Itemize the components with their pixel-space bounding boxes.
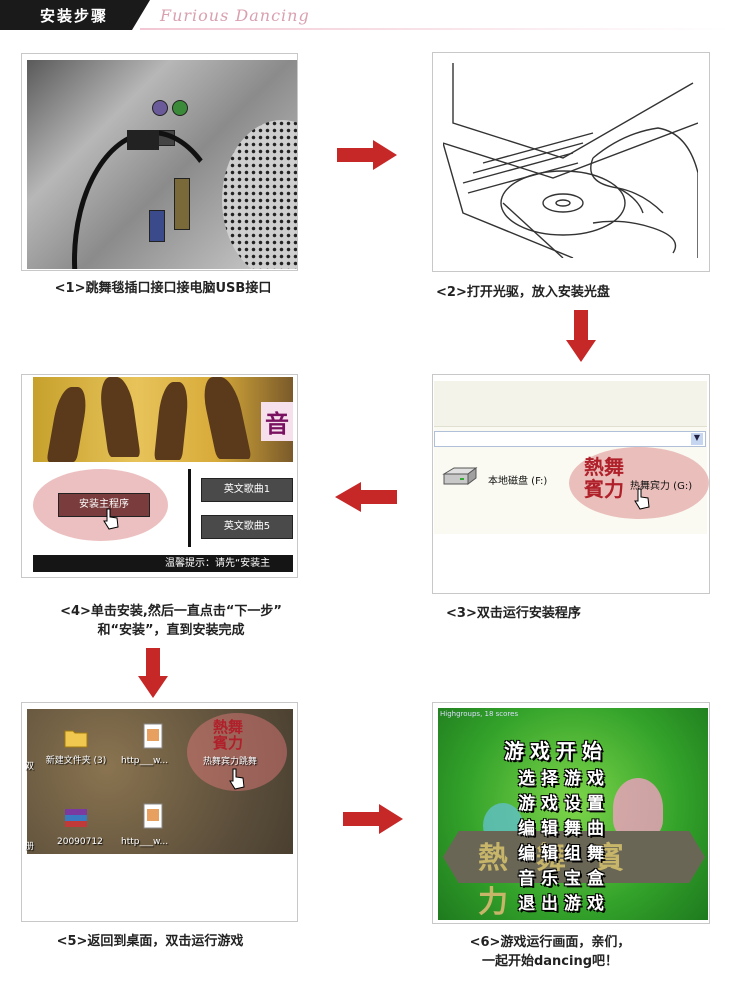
folder-icon[interactable] xyxy=(64,725,88,751)
installer-tip: 温馨提示：请先“安装主 xyxy=(33,555,293,572)
desktop-icon-label[interactable]: http___w... xyxy=(121,837,169,847)
step5-image: 双 册 新建文件夹 (3) http___w... 熱舞 賓力 热舞宾力跳舞 2… xyxy=(21,702,298,922)
step2-caption: <2>打开光驱，放入安装光盘 xyxy=(436,285,610,300)
step1-caption: <1>跳舞毯插口接口接电脑USB接口 xyxy=(54,281,272,296)
menu-music-box[interactable]: 音乐宝盒 xyxy=(518,869,610,889)
step6-caption-line2: 一起开始dancing吧！ xyxy=(481,954,619,969)
ps2-port xyxy=(152,100,168,116)
header-divider xyxy=(140,28,730,30)
computer-ports-photo xyxy=(27,60,297,269)
menu-edit-songs[interactable]: 编辑舞曲 xyxy=(518,819,610,839)
hard-drive-icon[interactable] xyxy=(442,466,478,488)
game-menu-screen: Highgroups, 18 scores 熱舞賓力 游戏开始 选择游戏 游戏设… xyxy=(438,708,708,920)
step5-caption: <5>返回到桌面，双击运行游戏 xyxy=(56,934,244,949)
installer-window: 音 安装主程序 英文歌曲1 英文歌曲5 温馨提示：请先“安装主 xyxy=(33,377,293,572)
desktop-icon-label[interactable]: 20090712 xyxy=(57,837,103,847)
game-banner-text: 熱舞賓力 xyxy=(478,841,652,920)
step6-caption-line1: <6>游戏运行画面，亲们， xyxy=(469,935,631,950)
usb-plug xyxy=(127,130,159,150)
desktop-icon-label[interactable]: 新建文件夹 (3) xyxy=(45,756,107,766)
game-banner xyxy=(443,831,705,883)
step4-caption-line2: 和“安装”，直到安装完成 xyxy=(97,623,245,638)
explorer-toolbar xyxy=(434,381,707,427)
speaker-grille xyxy=(222,120,297,269)
down-arrow-icon xyxy=(566,310,596,362)
dancer-silhouette xyxy=(153,382,191,460)
step4-image: 音 安装主程序 英文歌曲1 英文歌曲5 温馨提示：请先“安装主 xyxy=(21,374,298,578)
right-arrow-icon xyxy=(343,804,403,834)
edge-icon-label: 双 xyxy=(25,762,35,772)
header-tab xyxy=(0,0,150,30)
hand-cursor-icon xyxy=(634,488,650,510)
game-shortcut-icon[interactable]: 熱舞 賓力 xyxy=(213,718,244,752)
game-drive-label[interactable]: 热舞宾力 (G:) xyxy=(630,481,693,492)
score-text: Highgroups, 18 scores xyxy=(440,710,519,718)
step3-image: ▼ 本地磁盘 (F:) 熱舞 賓力 热舞宾力 (G:) xyxy=(432,374,710,594)
installer-banner: 音 xyxy=(33,377,293,462)
dancer-figure xyxy=(613,778,663,838)
ps2-port xyxy=(172,100,188,116)
left-arrow-icon xyxy=(335,482,397,512)
page-title: 安装步骤 xyxy=(40,7,109,25)
desktop-icon-label[interactable]: 热舞宾力跳舞 xyxy=(202,757,257,767)
page-header: 安装步骤 Furious Dancing xyxy=(0,0,730,30)
dancer-silhouette xyxy=(199,377,252,459)
laptop-cd-sketch xyxy=(443,63,698,258)
down-arrow-icon xyxy=(138,648,168,698)
document-icon[interactable] xyxy=(141,723,165,749)
local-drive-label[interactable]: 本地磁盘 (F:) xyxy=(488,476,548,487)
desktop-icon-label[interactable]: http___w... xyxy=(121,756,169,766)
dancer-silhouette xyxy=(46,387,90,462)
document-icon[interactable] xyxy=(141,803,165,829)
menu-edit-groups[interactable]: 编辑组舞 xyxy=(518,844,610,864)
address-bar[interactable]: ▼ xyxy=(434,431,706,447)
step2-image xyxy=(432,52,710,272)
step3-caption: <3>双击运行安装程序 xyxy=(446,606,581,621)
install-main-button[interactable]: 安装主程序 xyxy=(58,493,150,517)
hand-cursor-icon xyxy=(229,768,245,790)
archive-icon[interactable] xyxy=(64,805,88,831)
banner-fragment: 音 xyxy=(261,402,293,441)
divider xyxy=(188,469,191,547)
menu-exit-game[interactable]: 退出游戏 xyxy=(518,894,610,914)
chevron-down-icon[interactable]: ▼ xyxy=(691,433,703,445)
usb-cable xyxy=(72,130,232,269)
english-song-1-button[interactable]: 英文歌曲1 xyxy=(201,478,293,502)
right-arrow-icon xyxy=(337,140,397,170)
menu-start-game[interactable]: 游戏开始 xyxy=(504,739,608,763)
header-script-text: Furious Dancing xyxy=(160,6,310,25)
desktop-screenshot: 双 册 新建文件夹 (3) http___w... 熱舞 賓力 热舞宾力跳舞 2… xyxy=(25,709,293,854)
hand-cursor-icon xyxy=(103,508,119,530)
menu-select-game[interactable]: 选择游戏 xyxy=(518,769,610,789)
english-song-5-button[interactable]: 英文歌曲5 xyxy=(201,515,293,539)
explorer-window: ▼ 本地磁盘 (F:) 熱舞 賓力 热舞宾力 (G:) xyxy=(434,381,709,534)
menu-game-settings[interactable]: 游戏设置 xyxy=(518,794,610,814)
game-drive-logo[interactable]: 熱舞 賓力 xyxy=(584,455,624,501)
dancer-silhouette xyxy=(97,377,141,457)
step4-caption-line1: <4>单击安装,然后一直点击“下一步” xyxy=(60,604,282,619)
step6-image: Highgroups, 18 scores 熱舞賓力 游戏开始 选择游戏 游戏设… xyxy=(432,702,710,924)
step1-image xyxy=(21,53,298,271)
edge-icon-label: 册 xyxy=(25,842,35,852)
